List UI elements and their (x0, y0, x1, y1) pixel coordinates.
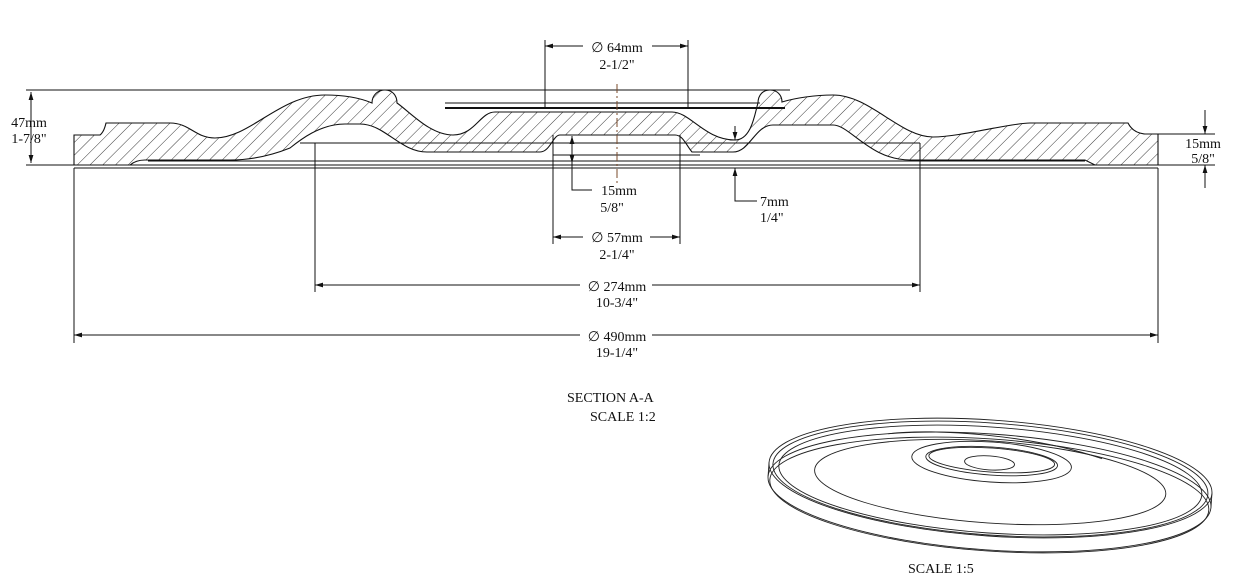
dim-490-in: 19-1/4" (596, 346, 638, 361)
extension-lines (73, 40, 1159, 343)
section-profile (26, 89, 1215, 169)
leader-7 (734, 185, 757, 202)
dimension-lines (28, 43, 1208, 338)
leader-15-hub (571, 163, 592, 191)
dim-64-in: 2-1/2" (599, 58, 634, 73)
dim-490-mm: ∅ 490mm (588, 330, 647, 345)
dim-15-hub-mm: 15mm (601, 184, 637, 199)
dim-47-mm: 47mm (11, 116, 47, 131)
dim-57-in: 2-1/4" (599, 248, 634, 263)
section-scale: SCALE 1:2 (590, 410, 656, 425)
dim-7-mm: 7mm (760, 195, 789, 210)
section-title: SECTION A-A (567, 391, 655, 406)
isometric-view (767, 417, 1213, 554)
dim-7-in: 1/4" (760, 211, 784, 226)
dim-15-edge-in: 5/8" (1191, 152, 1215, 167)
dim-15-edge-mm: 15mm (1185, 137, 1221, 152)
iso-scale: SCALE 1:5 (908, 562, 974, 577)
dimension-labels: ∅ 64mm 2-1/2" ∅ 57mm 2-1/4" ∅ 274mm 10-3… (11, 41, 1221, 361)
dim-274-in: 10-3/4" (596, 296, 638, 311)
dim-274-mm: ∅ 274mm (588, 280, 647, 295)
hatched-cross-section (73, 89, 1159, 166)
dim-47-in: 1-7/8" (11, 132, 46, 147)
dim-64-mm: ∅ 64mm (591, 41, 643, 56)
dim-15-hub-in: 5/8" (600, 201, 624, 216)
dim-57-mm: ∅ 57mm (591, 231, 643, 246)
